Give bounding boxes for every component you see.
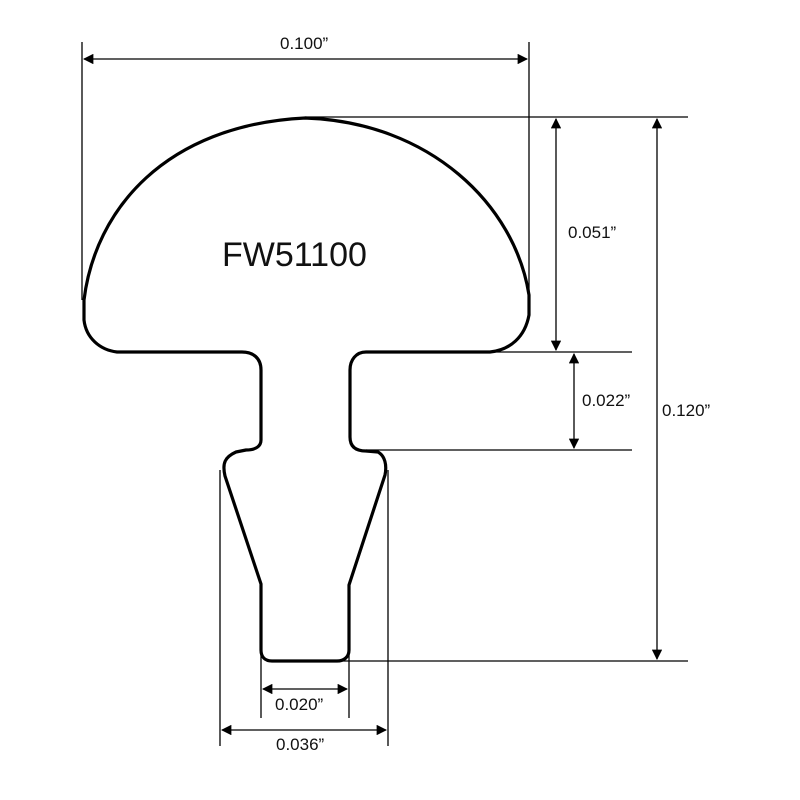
barb-width-label: 0.036” [276, 735, 325, 754]
total-height-label: 0.120” [662, 401, 711, 420]
tang-height-label: 0.022” [582, 391, 631, 410]
tang-width-label: 0.020” [275, 695, 324, 714]
width-dimension-label: 0.100” [280, 34, 329, 53]
crown-height-label: 0.051” [568, 223, 617, 242]
fret-wire-profile [82, 116, 531, 663]
model-label: FW51100 [222, 236, 367, 274]
